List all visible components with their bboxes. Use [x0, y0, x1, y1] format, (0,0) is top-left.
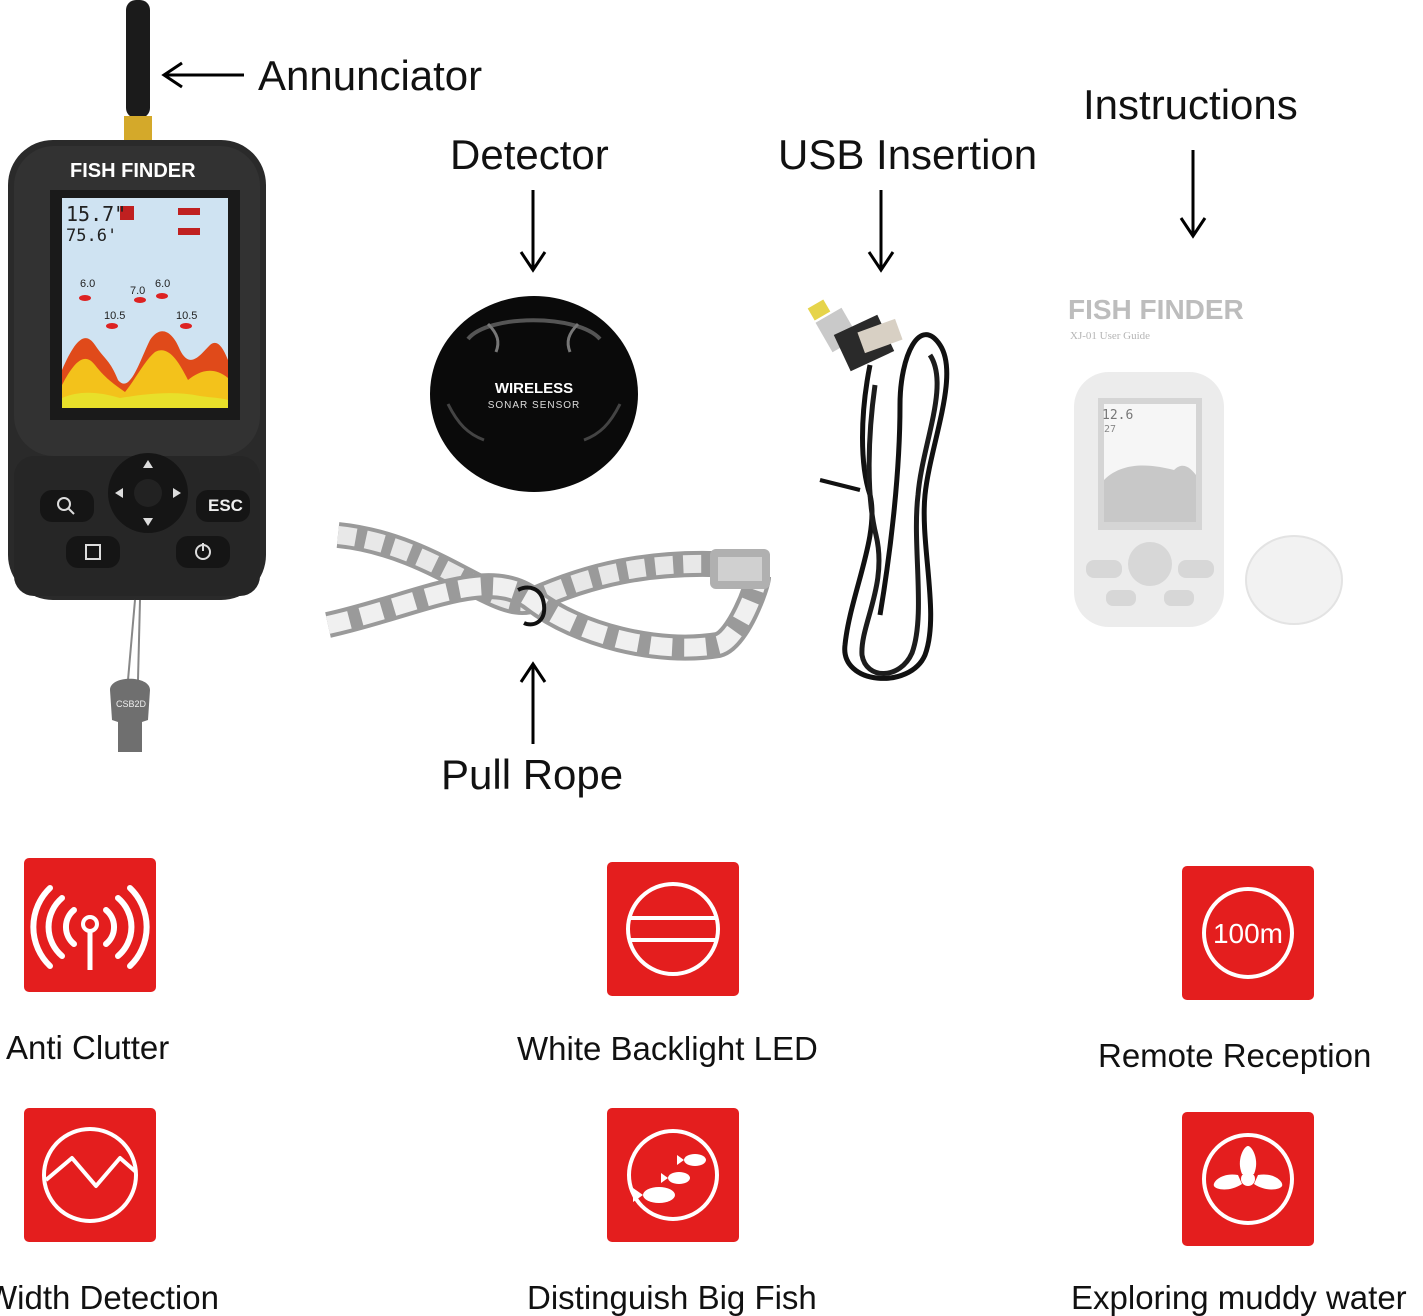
pull-rope-arrow	[518, 660, 548, 751]
sensor-line1: WIRELESS	[494, 380, 574, 397]
lanyard-tag-label: CSB2D	[116, 699, 147, 709]
pull-rope-label: Pull Rope	[441, 751, 624, 798]
sensor-line2: SONAR SENSOR	[487, 400, 581, 411]
annunciator-label: Annunciator	[258, 52, 483, 99]
width-detection-label: Width Detection	[0, 1279, 219, 1316]
fish-depth-label: 6.0	[80, 278, 96, 290]
remote-reception-label: Remote Reception	[1098, 1037, 1372, 1074]
detector-label: Detector	[450, 131, 609, 178]
backlight-label: White Backlight LED	[517, 1030, 818, 1067]
usb-cable	[800, 295, 980, 695]
instructions-label: Instructions	[1083, 81, 1298, 128]
range-100m-icon: 100m	[1182, 866, 1314, 1000]
detector-arrow	[518, 190, 548, 279]
wave-icon	[24, 1108, 156, 1242]
fish-depth-label: 10.5	[104, 310, 126, 322]
range-100m-text: 100m	[1212, 918, 1284, 949]
manual-screen-value: 12.6	[1102, 408, 1134, 423]
fish-icon	[607, 1108, 739, 1242]
muddy-water-label: Exploring muddy water	[1071, 1279, 1407, 1316]
device-brand: FISH FINDER	[70, 160, 196, 182]
usb-insertion-label: USB Insertion	[778, 131, 1038, 178]
instructions-arrow	[1178, 150, 1208, 245]
manual-title: FISH FINDER	[1068, 294, 1244, 325]
fish-depth-label: 10.5	[176, 310, 198, 322]
annunciator-arrow	[160, 60, 246, 95]
propeller-icon	[1182, 1112, 1314, 1246]
pull-rope	[318, 505, 778, 680]
fish-depth-label: 7.0	[130, 285, 146, 297]
fish-depth-label: 6.0	[155, 278, 171, 290]
manual-screen-value: 27	[1104, 424, 1117, 435]
fish-finder-device: FISH FINDER 15.7" 75.6' 6.0 7.0 6.0 10.5…	[0, 0, 280, 760]
usb-insertion-arrow	[866, 190, 896, 279]
device-temp-reading: 75.6'	[66, 226, 118, 246]
wireless-sonar-sensor: WIRELESS SONAR SENSOR	[428, 294, 640, 494]
user-manual: FISH FINDER XJ-01 User Guide 12.6 27	[1064, 290, 1354, 630]
device-depth-reading: 15.7"	[66, 202, 127, 226]
anti-clutter-icon	[24, 858, 156, 992]
manual-subtitle: XJ-01 User Guide	[1070, 330, 1151, 342]
esc-label: ESC	[208, 496, 243, 515]
anti-clutter-label: Anti Clutter	[6, 1029, 170, 1066]
big-fish-label: Distinguish Big Fish	[527, 1279, 817, 1316]
backlight-icon	[607, 862, 739, 996]
